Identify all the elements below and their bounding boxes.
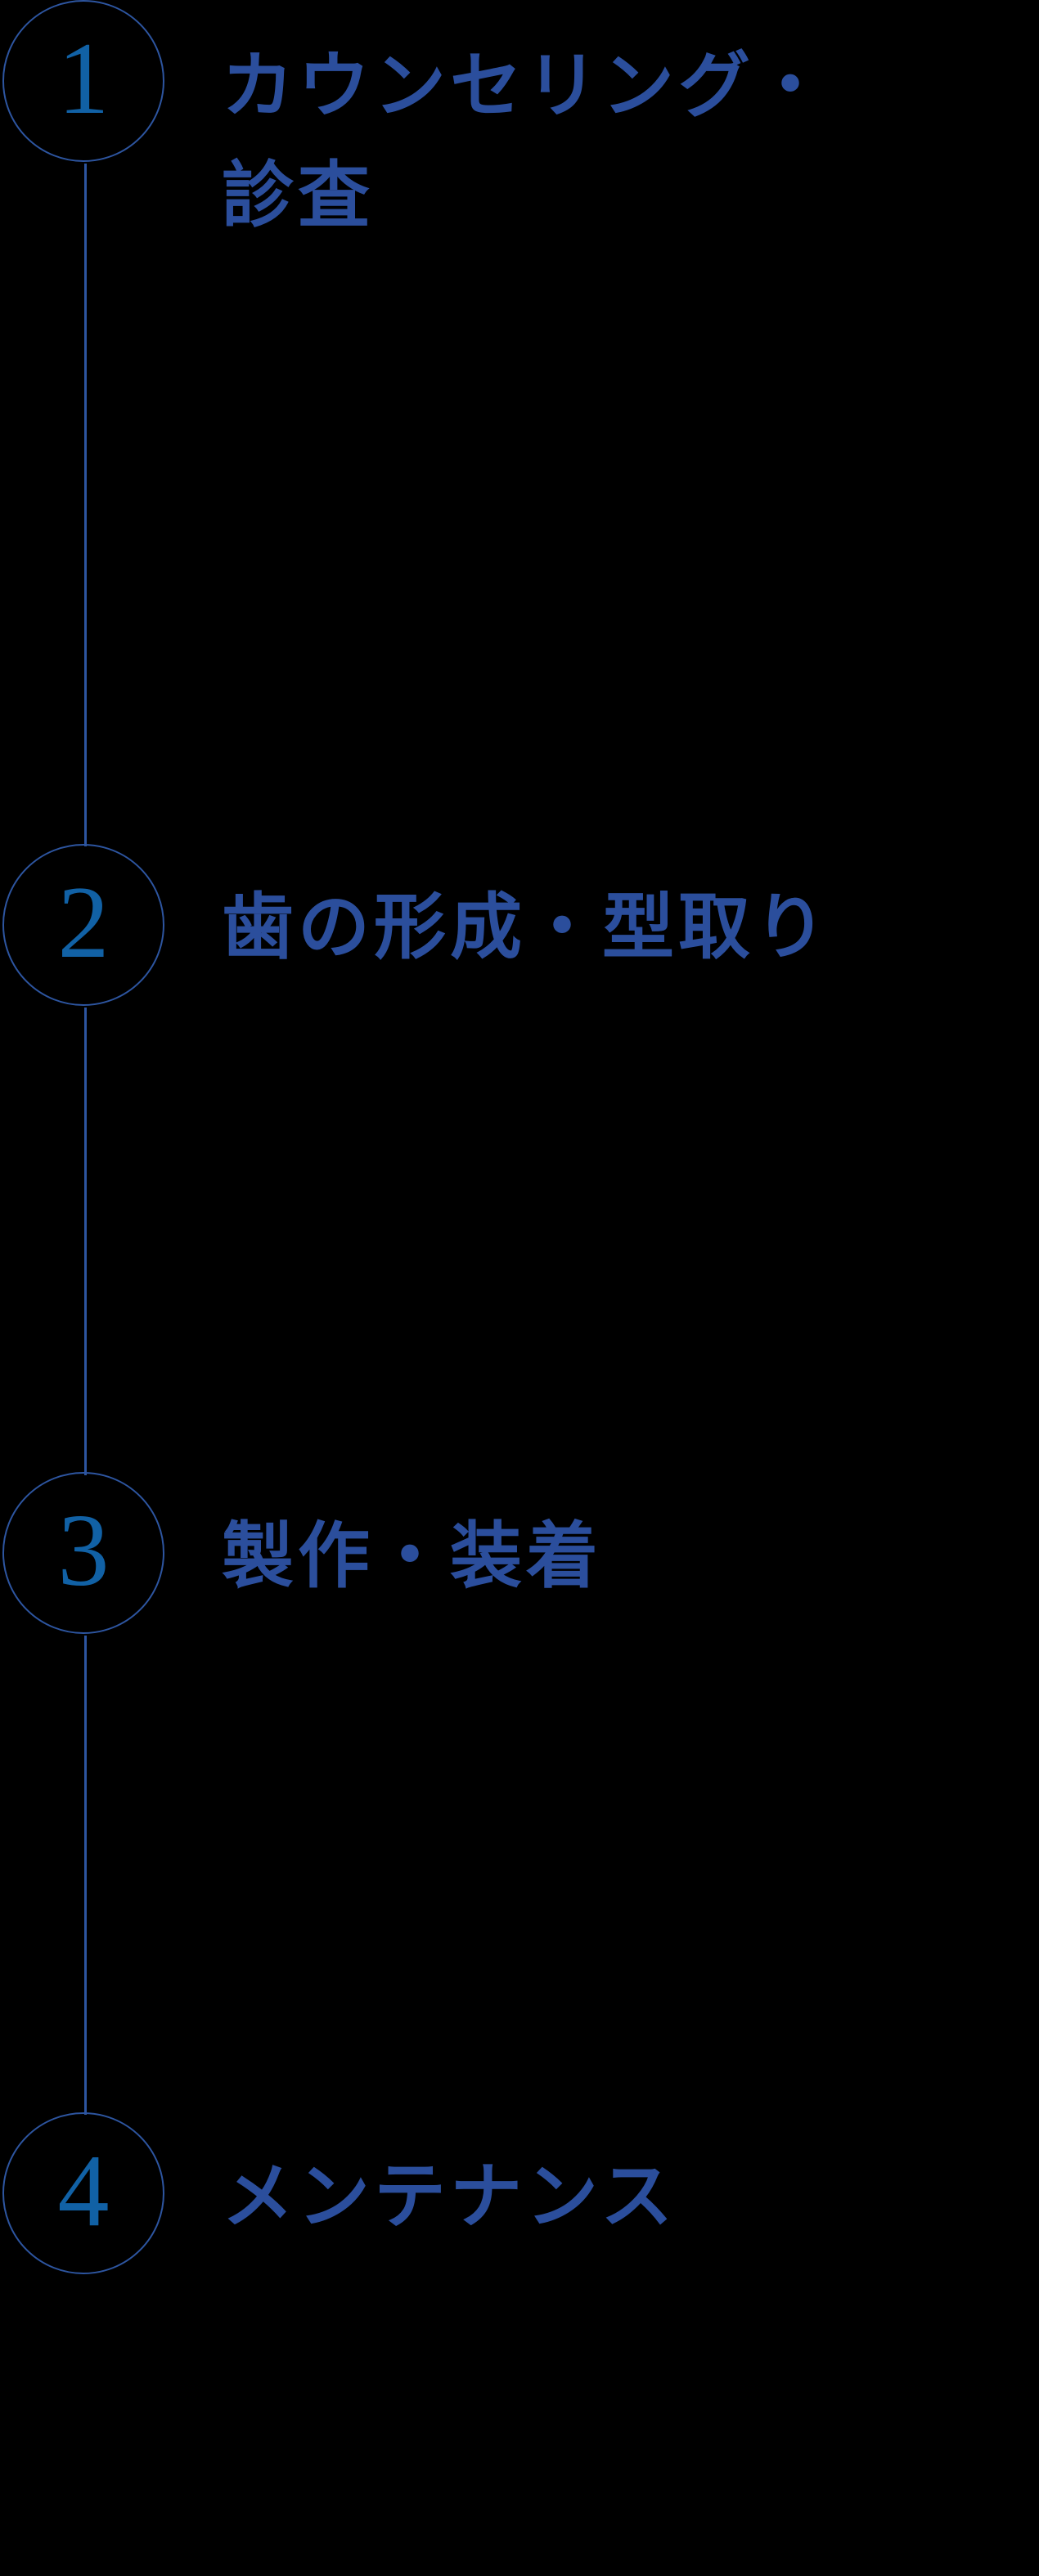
step-3-number: 3 [57, 1494, 110, 1608]
step-1-label-line1: カウンセリング・ [222, 47, 831, 127]
step-1-number-circle: 1 [2, 0, 164, 162]
step-4-number-circle: 4 [2, 2112, 164, 2274]
step-4-label-line1: メンテナンス [222, 2158, 677, 2237]
step-2-number-circle: 2 [2, 844, 164, 1006]
step-3-number-circle: 3 [2, 1472, 164, 1634]
step-1-number: 1 [57, 22, 110, 136]
step-2-label: 歯の形成・型取り [222, 874, 830, 984]
connector-line-step1-step2 [84, 164, 87, 846]
step-4-number: 4 [57, 2134, 110, 2248]
step-1-label-line2: 診査 [222, 157, 375, 236]
step-2-label-line1: 歯の形成・型取り [222, 889, 831, 968]
step-2-number: 2 [57, 866, 110, 980]
step-4-label: メンテナンス [222, 2143, 677, 2253]
step-3-label: 製作・装着 [222, 1503, 602, 1613]
step-1-label: カウンセリング・ 診査 [222, 33, 830, 252]
step-3-label-line1: 製作・装着 [222, 1518, 603, 1597]
connector-line-step3-step4 [84, 1636, 87, 2115]
connector-line-step2-step3 [84, 1008, 87, 1475]
